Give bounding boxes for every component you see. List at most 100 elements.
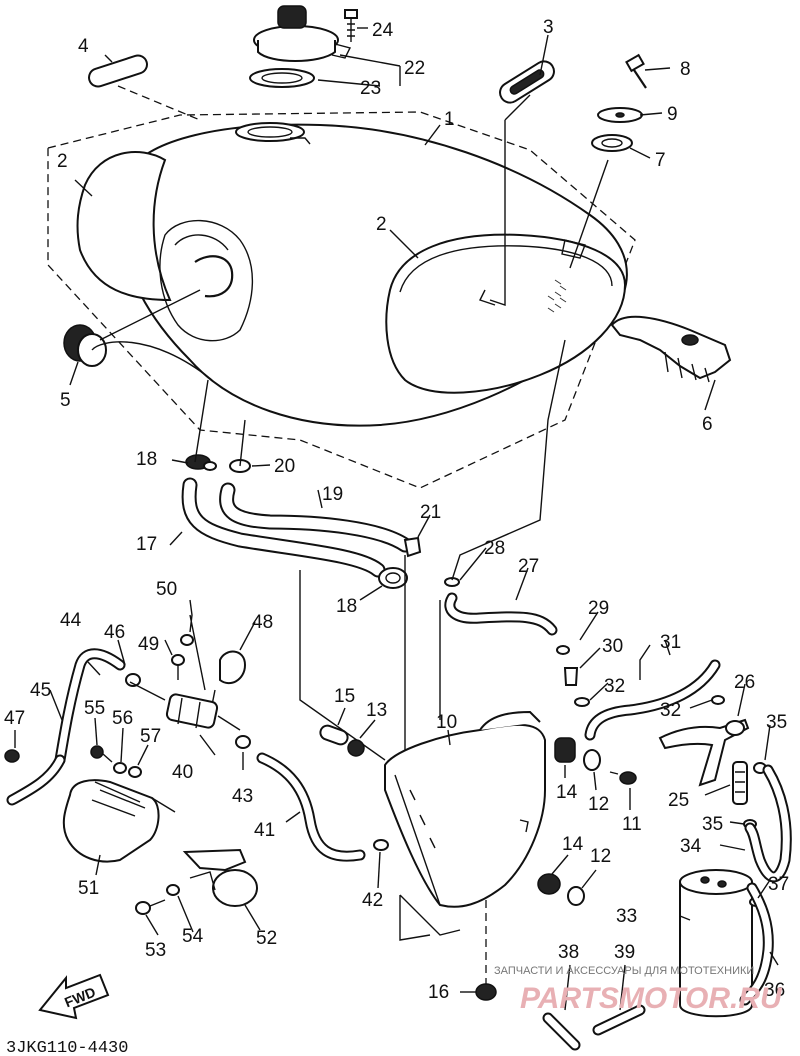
label-43: 43 [232, 786, 253, 807]
part-27-hose [444, 592, 558, 636]
part-6-bracket [610, 315, 732, 383]
watermark: ЗАПЧАСТИ И АКСЕССУАРЫ ДЛЯ МОТОТЕХНИКИ PA… [494, 965, 783, 1015]
part-24-bolt [344, 9, 358, 42]
part-51-fuel-pump [62, 779, 176, 863]
label-19: 19 [322, 484, 343, 505]
label-16: 16 [428, 982, 449, 1003]
label-25: 25 [668, 790, 689, 811]
label-49: 49 [138, 634, 159, 655]
part-17-hose [181, 477, 386, 578]
part-36-hose [739, 882, 774, 1006]
part-18-clamp-bottom [378, 567, 408, 589]
part-23-gasket [249, 68, 315, 88]
label-52: 52 [256, 928, 277, 949]
part-26-bracket [658, 718, 750, 787]
label-23: 23 [360, 78, 381, 99]
label-1: 1 [444, 109, 455, 130]
label-36: 36 [764, 980, 785, 1001]
label-2-left: 2 [57, 151, 68, 172]
label-29: 29 [588, 598, 609, 619]
label-40: 40 [172, 762, 193, 783]
part-13-grommet [347, 739, 365, 757]
label-53: 53 [145, 940, 166, 961]
label-51: 51 [78, 878, 99, 899]
label-32-right: 32 [660, 700, 681, 721]
part-52-bracket [182, 848, 258, 907]
label-6: 6 [702, 414, 713, 435]
part-30-check-valve [563, 667, 579, 686]
label-37: 37 [768, 874, 789, 895]
watermark-text: ЗАПЧАСТИ И АКСЕССУАРЫ ДЛЯ МОТОТЕХНИКИ [494, 965, 754, 977]
label-8: 8 [680, 59, 691, 80]
label-46: 46 [104, 622, 125, 643]
label-2-right: 2 [376, 214, 387, 235]
part-53-bolt [135, 899, 166, 915]
part-11-bolt [609, 771, 637, 785]
part-3-emblem [499, 60, 555, 104]
label-12-bottom: 12 [590, 846, 611, 867]
part-40-fuel-filter [129, 681, 241, 731]
part-47-clip [4, 749, 20, 763]
part-12-washer-top [583, 749, 601, 771]
label-55: 55 [84, 698, 105, 719]
label-26: 26 [734, 672, 755, 693]
label-31: 31 [660, 632, 681, 653]
part-19-hose [219, 482, 413, 553]
label-50: 50 [156, 579, 177, 600]
label-11: 11 [622, 814, 642, 835]
knee-pad-left [76, 151, 172, 302]
part-38-hose [542, 1012, 581, 1051]
label-45: 45 [30, 680, 51, 701]
label-33: 33 [616, 906, 637, 927]
label-47: 47 [4, 708, 25, 729]
label-44: 44 [60, 610, 82, 631]
label-28: 28 [484, 538, 505, 559]
label-10: 10 [436, 712, 457, 733]
part-32-clip-left [574, 697, 590, 707]
label-42: 42 [362, 890, 383, 911]
label-12-top: 12 [588, 794, 609, 815]
part-14-grommet-bottom [537, 873, 561, 895]
part-9-washer [597, 107, 643, 123]
part-41-hose [256, 752, 366, 862]
part-7-grommet [591, 134, 633, 152]
drawing-code: 3JKG110-4430 [6, 1039, 128, 1056]
part-57-washer [128, 766, 142, 778]
part-45-hose [6, 754, 66, 806]
part-10-cover [384, 710, 546, 908]
part-42-clip [373, 839, 389, 851]
label-20: 20 [274, 456, 295, 477]
label-34: 34 [680, 836, 702, 857]
part-22-fuel-cap [253, 5, 352, 62]
part-49-screw [171, 654, 185, 680]
label-14-top: 14 [556, 782, 578, 803]
label-41: 41 [254, 820, 275, 841]
part-18-clamp-top [185, 454, 217, 471]
part-32-clip-right [711, 695, 725, 705]
label-18-top: 18 [136, 449, 157, 470]
label-35-top: 35 [766, 712, 787, 733]
fwd-arrow-icon: FWD [38, 973, 110, 1020]
label-39: 39 [614, 942, 635, 963]
part-4-damper [88, 54, 201, 121]
part-12-washer-bottom [567, 886, 585, 906]
part-34-hose [744, 764, 792, 883]
label-13: 13 [366, 700, 387, 721]
part-48-bracket [211, 650, 247, 706]
label-35-bottom: 35 [702, 814, 723, 835]
part-15-spacer [319, 724, 349, 746]
label-57: 57 [140, 726, 161, 747]
part-54-washer [166, 884, 180, 896]
label-9: 9 [667, 104, 678, 125]
label-15: 15 [334, 686, 355, 707]
label-14-bottom: 14 [562, 834, 584, 855]
label-54: 54 [182, 926, 204, 947]
label-3: 3 [543, 17, 554, 38]
label-7: 7 [655, 150, 666, 171]
part-55-bolt [90, 745, 113, 763]
part-25-valve [732, 761, 748, 805]
part-14-grommet-top [554, 737, 576, 763]
part-29-clip [556, 645, 570, 655]
label-18-bottom: 18 [336, 596, 357, 617]
